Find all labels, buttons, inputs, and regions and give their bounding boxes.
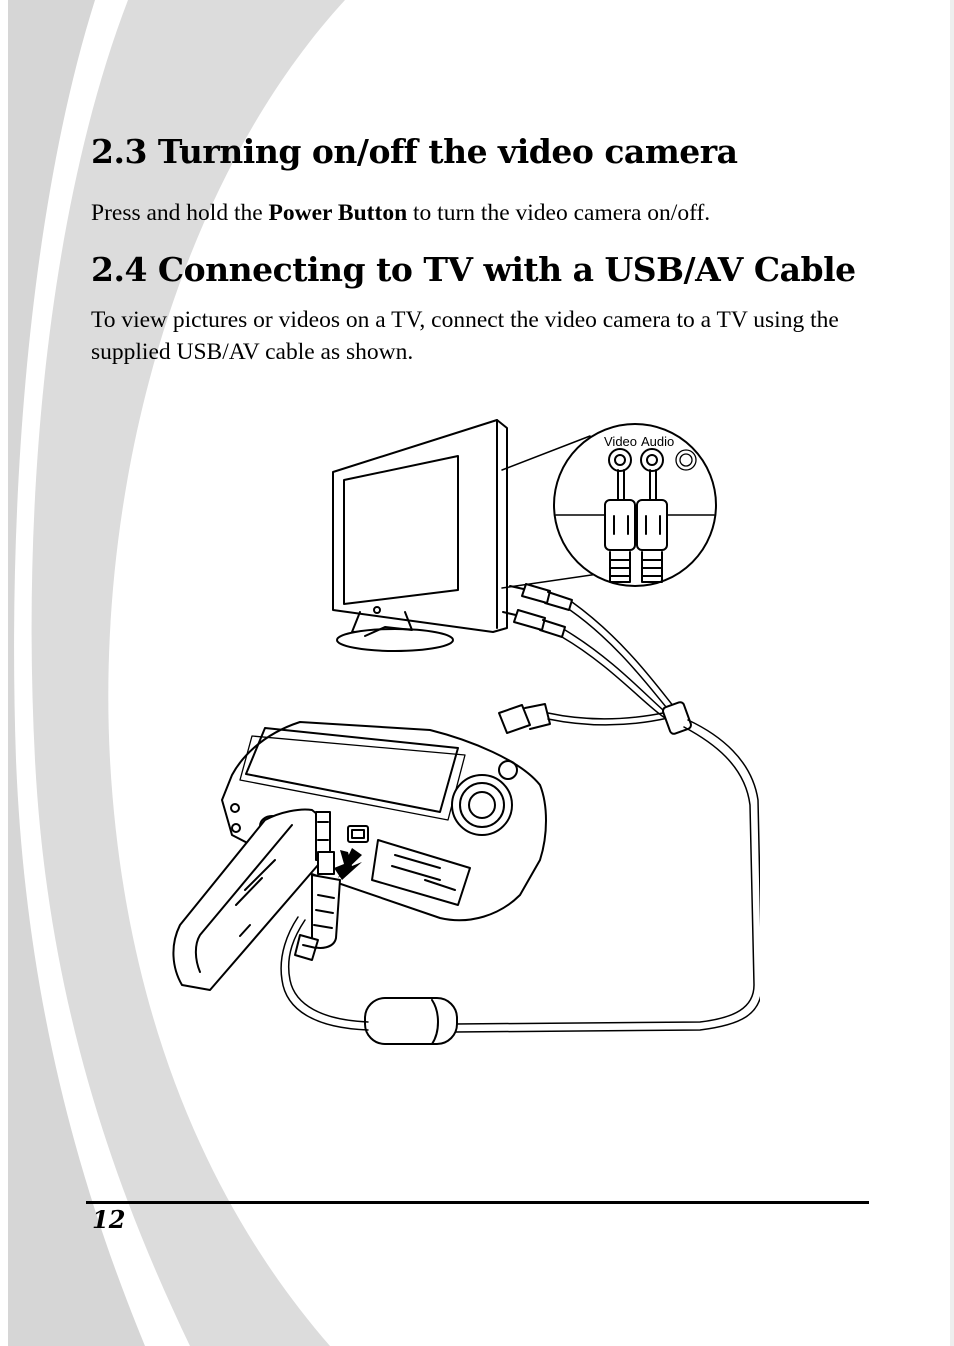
battery-door-drawing [172,808,331,991]
text-after: to turn the video camera on/off. [407,200,711,226]
power-instruction-text: Press and hold the Power Button to turn … [91,197,881,229]
video-label: Video [604,434,637,449]
section-heading-2-4: 2.4 Connecting to TV with a USB/AV Cable [91,250,856,289]
page-number: 12 [92,1205,126,1234]
footer-divider [86,1201,869,1204]
mini-usb-plug-drawing [294,851,341,961]
rca-plugs-drawing [502,583,679,719]
tv-camera-connection-illustration: Video Audio [172,419,760,1045]
usb-plug-drawing [498,701,692,735]
audio-label: Audio [641,434,674,449]
power-button-term: Power Button [268,200,408,226]
section-heading-2-3: 2.3 Turning on/off the video camera [91,132,738,171]
text-before: Press and hold the [91,200,269,226]
av-port-zoom-detail [553,423,717,587]
tv-connection-text: To view pictures or videos on a TV, conn… [91,307,839,365]
usb-av-cable-drawing [280,719,760,1045]
tv-monitor-drawing [332,419,508,652]
